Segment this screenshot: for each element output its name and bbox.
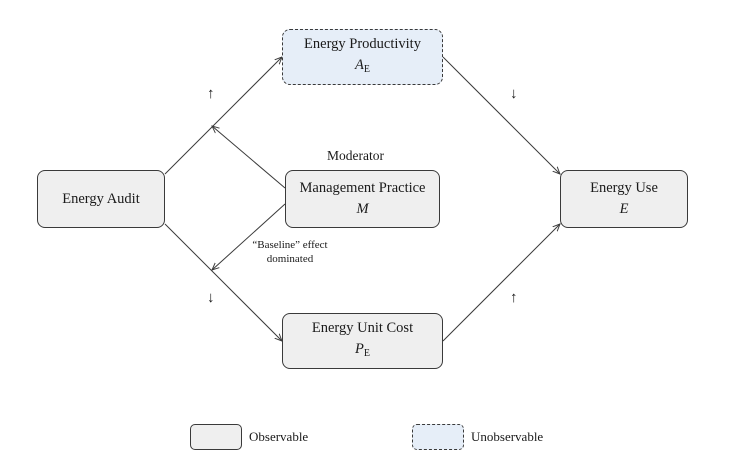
node-energy-productivity: Energy Productivity AE [282,29,443,85]
arrow-audit-to-productivity [164,57,282,175]
node-energy-unit-cost-title: Energy Unit Cost [311,320,414,336]
node-management-practice-symbol: M [356,201,369,217]
arrow-moderator-to-lower-path [212,203,286,270]
node-energy-unit-cost: Energy Unit Cost PE [282,313,443,369]
node-management-practice: Management Practice M [285,170,440,228]
moderator-label: Moderator [327,148,384,163]
node-energy-productivity-symbol: AE [355,57,370,75]
effect-up-arrow-audit-productivity: ↑ [207,86,215,102]
baseline-effect-note: “Baseline” effect dominated [252,239,328,265]
node-energy-productivity-title: Energy Productivity [304,36,421,52]
legend-unobservable-label: Unobservable [471,429,544,444]
effect-down-arrow-audit-cost: ↓ [207,290,215,306]
legend-observable-label: Observable [249,429,309,444]
node-energy-audit: Energy Audit [37,170,165,228]
legend-unobservable-swatch [412,424,464,450]
legend-observable-swatch [190,424,242,450]
arrow-productivity-to-use [442,56,560,174]
effect-down-arrow-productivity-use: ↓ [510,86,518,102]
arrow-moderator-to-upper-path [212,126,286,189]
arrow-cost-to-use [442,224,560,342]
effect-up-arrow-cost-use: ↑ [510,290,518,306]
node-energy-audit-title: Energy Audit [62,190,140,207]
node-management-practice-title: Management Practice [299,180,426,196]
arrow-audit-to-cost [164,223,282,341]
node-energy-use-symbol: E [619,201,629,217]
node-energy-use-title: Energy Use [590,180,658,196]
node-energy-unit-cost-symbol: PE [355,341,370,359]
node-energy-use: Energy Use E [560,170,688,228]
